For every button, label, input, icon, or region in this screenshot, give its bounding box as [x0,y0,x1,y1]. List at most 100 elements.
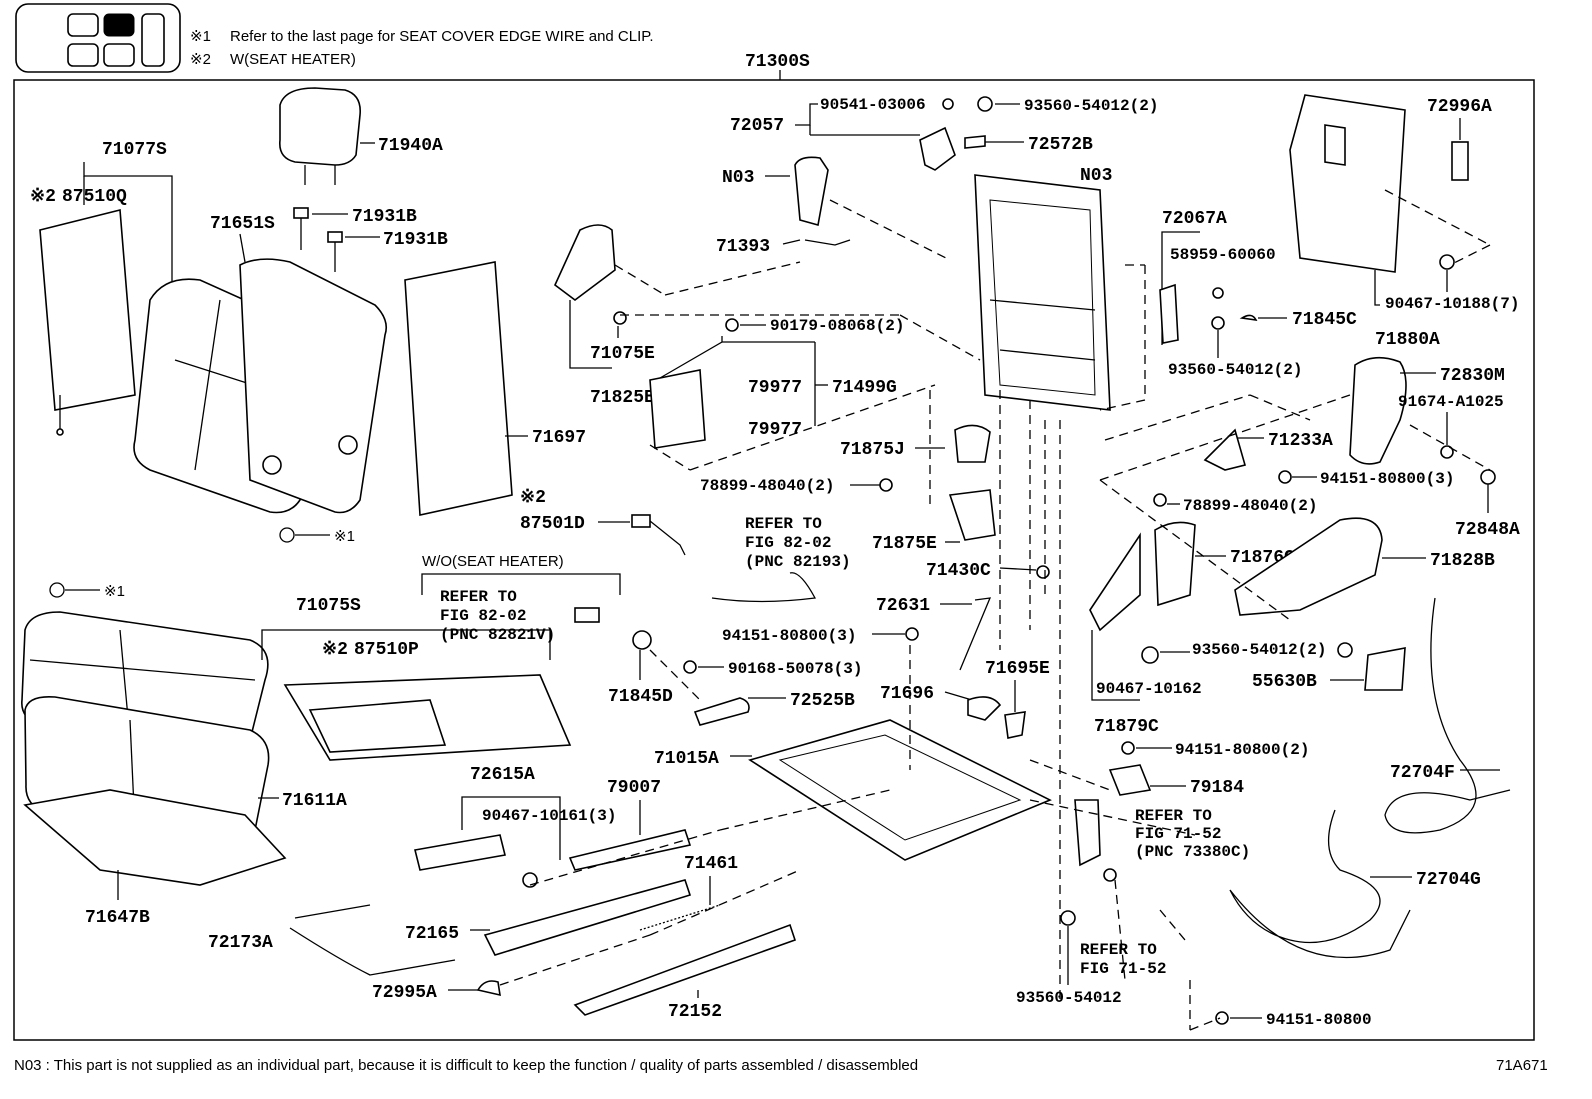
armrest-pad [1349,356,1407,465]
label-94151-c: 94151-80800(2) [1175,741,1309,759]
label-71875e: 71875E [872,534,937,554]
note2-text: W(SEAT HEATER) [230,51,356,68]
label-90541: 90541-03006 [820,96,926,114]
label-72152: 72152 [668,1002,722,1022]
label-93560-a: 93560-54012(2) [1024,97,1158,115]
label-72704g: 72704G [1416,870,1481,890]
mark-87510q: ※2 [30,187,56,207]
label-71015a: 71015A [654,749,719,769]
label-71880a: 71880A [1375,330,1440,350]
side-cover-outer [1234,517,1383,616]
label-71879c: 71879C [1094,717,1159,737]
seatbelt-buckle [1074,799,1101,867]
mark-1-back: ※1 [334,528,355,545]
label-72996a: 72996A [1427,97,1492,117]
label-94151-d: 94151-80800 [1266,1011,1372,1029]
side-bracket [1089,532,1141,632]
label-78899-b: 78899-48040(2) [1183,497,1317,515]
label-71845d: 71845D [608,687,673,707]
rail-cover [414,834,506,871]
ref-7152-1: REFER TO [1080,941,1157,959]
label-72572b: 72572B [1028,135,1093,155]
wo-ref-2: FIG 82-02 [440,607,526,625]
release-cable-f [1384,597,1511,834]
trim-cover [693,697,750,726]
label-87510q: 87510Q [62,187,127,207]
note2-mark: ※2 [190,51,211,68]
seatback-heater-mat [39,208,136,436]
label-71075s: 71075S [296,596,361,616]
harness [711,572,817,603]
cushion-heater-mat [283,674,572,761]
latch-cover [794,156,829,227]
label-71931b-2: 71931B [383,230,448,250]
headrest [278,87,362,185]
seatback-rear-board [1289,94,1406,273]
ref-73380c-1: REFER TO [1135,807,1212,825]
label-79007: 79007 [607,778,661,798]
label-72057: 72057 [730,116,784,136]
label-93560-d: 93560-54012 [1016,989,1122,1007]
label-72830m: 72830M [1440,366,1505,386]
spring [639,904,721,931]
label-72631: 72631 [876,596,930,616]
label-90467-c: 90467-10162 [1096,680,1202,698]
label-94151-b: 94151-80800(3) [1320,470,1454,488]
label-93560-b: 93560-54012(2) [1168,361,1302,379]
seat-position-icon [15,3,181,73]
release-cable-g [1229,809,1411,959]
rail-trim [568,829,692,871]
label-72165: 72165 [405,924,459,944]
label-79977-a: 79977 [748,378,802,398]
seat-cushion-frame [748,719,1052,861]
seat-cushion-board [23,789,287,886]
label-72615a: 72615A [470,765,535,785]
label-71828b: 71828B [1430,551,1495,571]
wo-box-title: W/O(SEAT HEATER) [422,553,564,570]
rod [289,904,456,976]
label-87510p: 87510P [354,640,419,660]
label-90179: 90179-08068(2) [770,317,904,335]
seatback-frame [974,174,1111,411]
seat-track-inner [573,923,797,1016]
label-71825b: 71825B [590,388,655,408]
wo-ref-1: REFER TO [440,588,517,606]
diagram-frame [13,79,1535,1041]
label-71695e: 71695E [985,659,1050,679]
seatback-pad [239,258,388,514]
label-n03-b: N03 [1080,166,1112,186]
label-72995a: 72995A [372,983,437,1003]
label-71696: 71696 [880,684,934,704]
label-90467-b: 90467-10188(7) [1385,295,1519,313]
assembly-label: 71300S [745,52,810,72]
label-55630b: 55630B [1252,672,1317,692]
wo-ref-3: (PNC 82821V) [440,626,555,644]
label-79977-b: 79977 [748,420,802,440]
label-93560-c: 93560-54012(2) [1192,641,1326,659]
figure-id: 71A671 [1496,1057,1548,1074]
label-87501d: 87501D [520,514,585,534]
seat-track-outer [483,879,692,956]
footer-n03-note: N03 : This part is not supplied as an in… [14,1057,918,1074]
ref-73380c-3: (PNC 73380C) [1135,843,1250,861]
label-71233a: 71233A [1268,431,1333,451]
label-71499g: 71499G [832,378,897,398]
seatback-board [404,261,513,516]
note1-text: Refer to the last page for SEAT COVER ED… [230,28,654,45]
label-72067a: 72067A [1162,209,1227,229]
label-71940a: 71940A [378,136,443,156]
mark-87510p: ※2 [322,640,348,660]
label-71461: 71461 [684,854,738,874]
label-78899-a: 78899-48040(2) [700,477,834,495]
ref-82193-2: FIG 82-02 [745,534,831,552]
label-72525b: 72525B [790,691,855,711]
hinge-cover [554,224,616,301]
label-71075e: 71075E [590,344,655,364]
label-71651s: 71651S [210,214,275,234]
mark-1-cushion: ※1 [104,583,125,600]
headrest-guide [293,207,343,272]
label-79184: 79184 [1190,778,1244,798]
label-58959: 58959-60060 [1170,246,1276,264]
label-71393: 71393 [716,237,770,257]
label-90467-10161: 90467-10161(3) [482,807,616,825]
